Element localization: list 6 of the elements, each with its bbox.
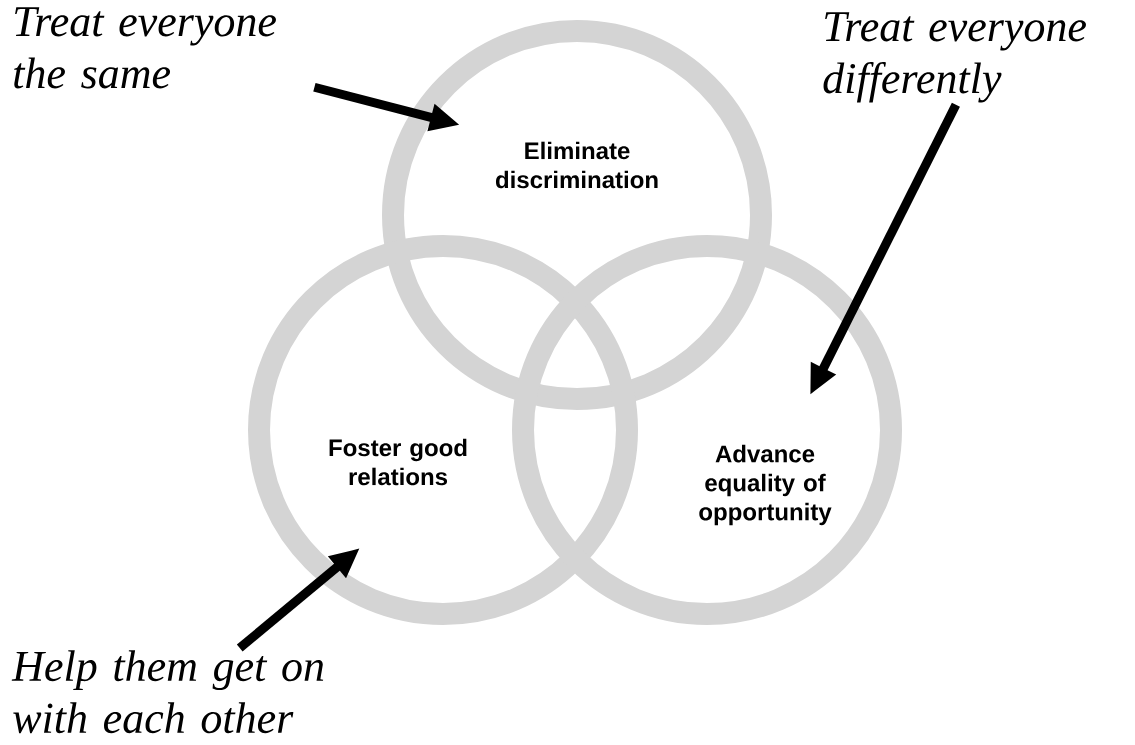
circle-label: Foster good relations	[329, 438, 467, 486]
callout-text: Treat everyone differently	[823, 12, 1086, 103]
callout-text: Help them get on with each other	[11, 650, 324, 734]
circle-label: Advance equality of opportunity	[699, 444, 832, 526]
circle-label: Eliminate discrimination	[496, 141, 658, 189]
callout-text: Treat everyone the same	[14, 7, 276, 89]
